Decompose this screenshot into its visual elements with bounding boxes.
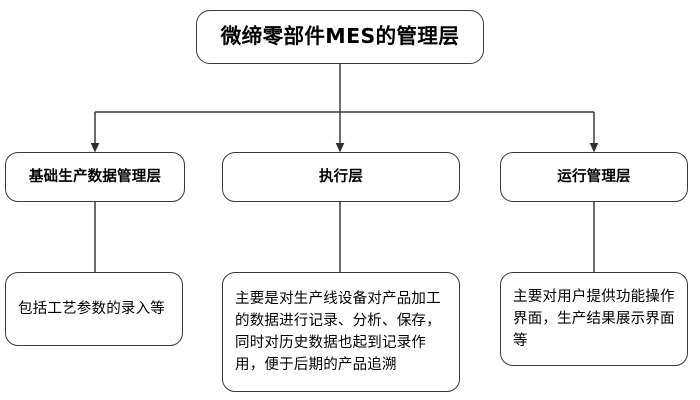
root-node-label: 微缔零部件MES的管理层 (220, 24, 460, 49)
description-node-label: 主要是对生产线设备对产品加工的数据进行记录、分析、保存，同时对历史数据也起到记录… (235, 290, 441, 374)
layer-node-label: 运行管理层 (557, 168, 631, 185)
layer-node-basic-production-data: 基础生产数据管理层 (5, 152, 185, 202)
description-node-operation-management: 主要对用户提供功能操作界面，生产结果展示界面等 (500, 272, 688, 366)
description-node-label: 主要对用户提供功能操作界面，生产结果展示界面等 (513, 288, 675, 350)
description-node-label: 包括工艺参数的录入等 (18, 300, 165, 317)
layer-node-operation-management: 运行管理层 (500, 152, 688, 202)
description-node-execution: 主要是对生产线设备对产品加工的数据进行记录、分析、保存，同时对历史数据也起到记录… (222, 272, 460, 392)
layer-node-label: 执行层 (318, 168, 364, 185)
root-node-management-layer: 微缔零部件MES的管理层 (196, 10, 484, 64)
layer-node-label: 基础生产数据管理层 (28, 168, 162, 185)
description-node-basic-production-data: 包括工艺参数的录入等 (5, 272, 183, 346)
layer-node-execution: 执行层 (222, 152, 460, 202)
